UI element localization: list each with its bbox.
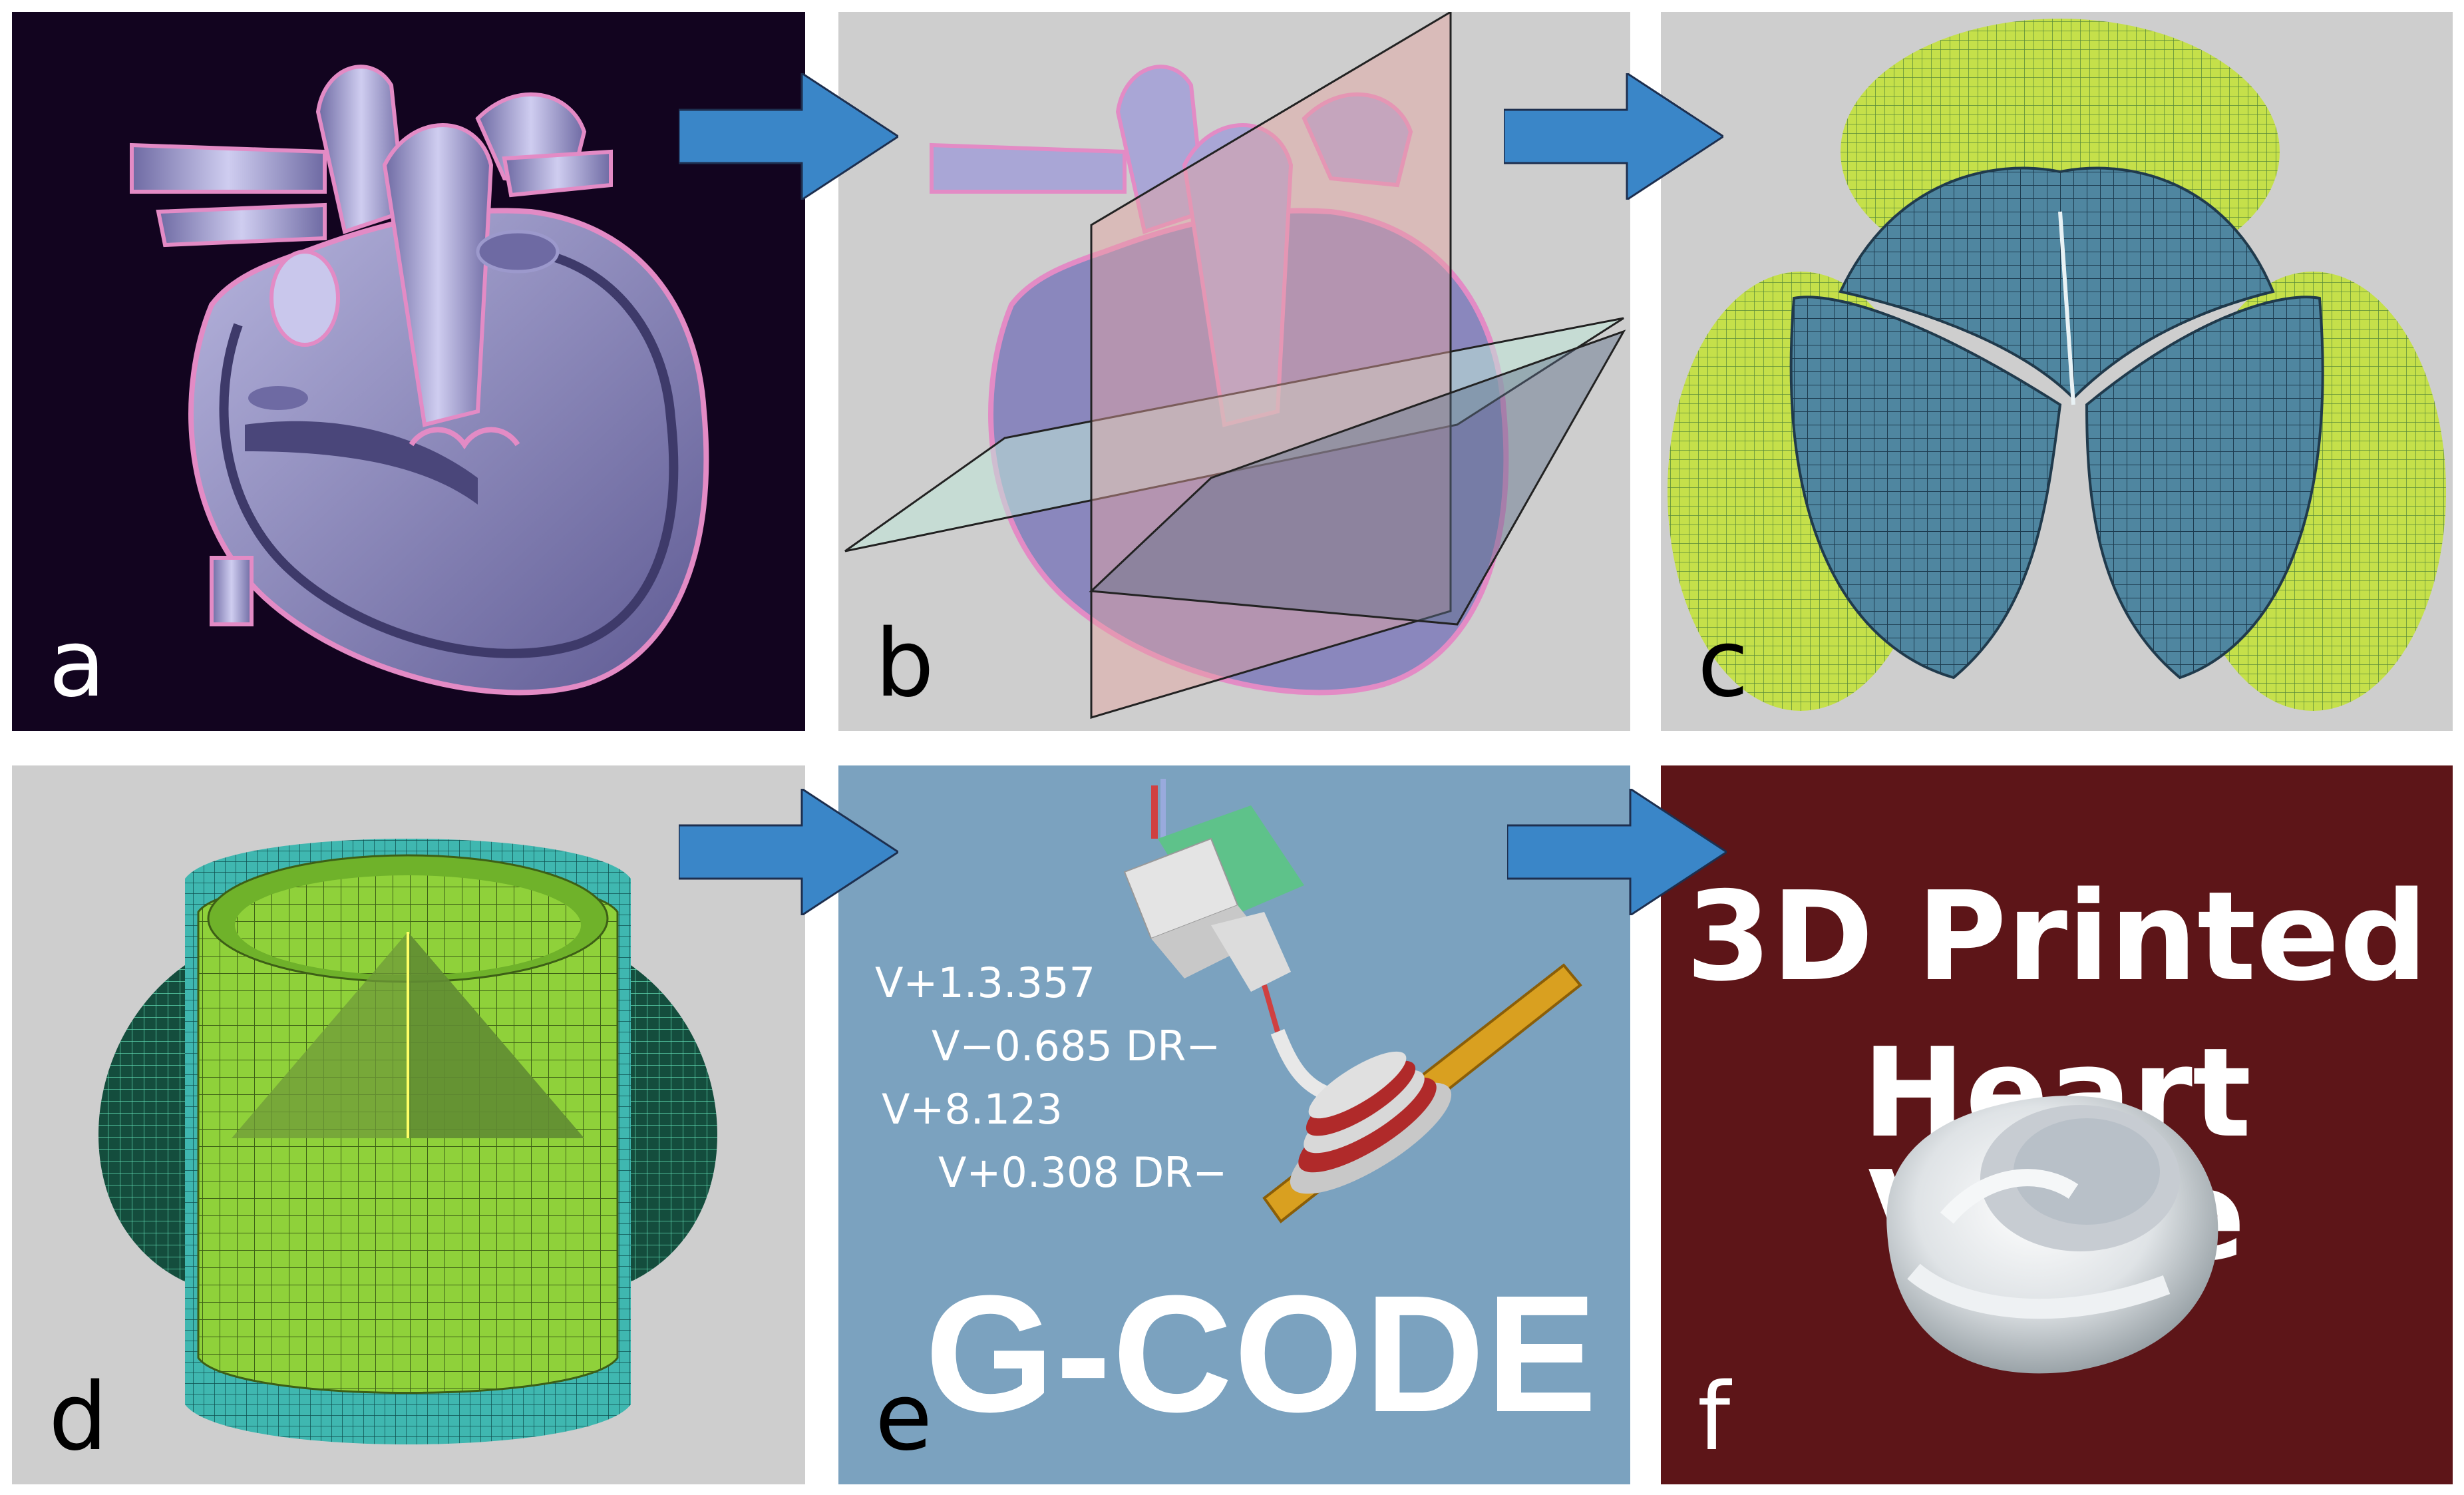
panel-a: a [12,12,805,731]
heart-section-planes-illustration [844,12,1626,720]
panel-f: 3D Printed Heart Valve f [1661,765,2453,1484]
panel-c-label: c [1697,610,1749,718]
arrow-right-icon [1507,789,1727,915]
arrow-right-icon [1504,73,1723,200]
panel-c: c [1661,12,2453,731]
gcode-line-1: V+1.3.357 [875,959,1096,1007]
gcode-line-2: V−0.685 DR− [932,1022,1221,1070]
gcode-title: G-CODE [925,1261,1598,1446]
panel-f-label: f [1697,1363,1731,1472]
panel-d-label: d [49,1363,108,1472]
panel-a-label: a [49,610,106,718]
panel-d: d [12,765,805,1484]
panel-e: V+1.3.357 V−0.685 DR− V+8.123 V+0.308 DR… [838,765,1630,1484]
printed-valve-title-line-2: Heart Valve [1862,1021,2252,1288]
panel-e-label: e [875,1363,933,1472]
heart-illustration [130,65,709,696]
valve-stent-mesh-illustration [98,839,717,1444]
arrow-right-icon [679,73,898,200]
panel-b: b [838,12,1630,731]
gcode-line-3: V+8.123 [882,1085,1063,1134]
panel-b-label: b [875,610,934,718]
printer-nozzle-illustration [1123,779,1582,1223]
arrow-right-icon [679,789,898,915]
printed-valve-title-line-1: 3D Printed [1685,865,2428,1008]
valve-leaflet-mesh-illustration [1668,19,2446,711]
gcode-line-4: V+0.308 DR− [938,1148,1228,1197]
